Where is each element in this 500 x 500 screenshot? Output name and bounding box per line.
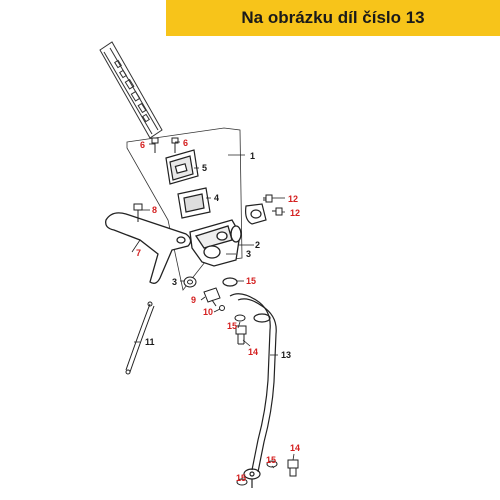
banjo-bolt-a [235,325,247,345]
screw-6b [171,137,179,153]
callout-3a: 3 [246,249,251,259]
callout-15b: 15 [227,321,237,331]
reservoir-cap [165,149,199,185]
callout-1: 1 [250,151,255,161]
master-cylinder-body [189,219,242,267]
callout-6b: 6 [183,138,188,148]
brake-lever [105,212,192,284]
handlebar-clamp [245,203,267,225]
pivot-nut [183,276,197,288]
bolt-12b [272,207,283,216]
callout-10: 10 [203,307,213,317]
sealing-washer-c [266,460,278,468]
callout-6a: 6 [140,140,145,150]
callout-3b: 3 [172,277,177,287]
leader-lines [131,141,295,480]
sealing-washer-a [222,277,238,287]
warning-decal [99,41,163,139]
callout-14b: 14 [290,443,300,453]
callout-13: 13 [281,350,291,360]
callout-15c: 15 [266,455,276,465]
callout-2: 2 [255,240,260,250]
brake-light-switch [203,287,221,307]
banjo-bolt-b [287,459,299,477]
screw-6a [151,137,159,153]
callout-9: 9 [191,295,196,305]
callout-8: 8 [152,205,157,215]
callout-15a: 15 [246,276,256,286]
part-number-banner: Na obrázku díl číslo 13 [166,0,500,36]
switch-screw [219,305,225,311]
callout-12a: 12 [288,194,298,204]
pivot-bolt [133,203,143,222]
sealing-washer-b [234,314,246,322]
callout-12b: 12 [290,208,300,218]
callout-11: 11 [145,337,155,347]
callout-7: 7 [136,248,141,258]
bolt-12a [263,194,273,203]
switch-cable [125,301,155,375]
callout-4: 4 [214,193,219,203]
brake-hose [229,293,277,488]
callout-5: 5 [202,163,207,173]
diaphragm [177,187,211,219]
callout-14a: 14 [248,347,258,357]
callout-15d: 15 [236,473,246,483]
